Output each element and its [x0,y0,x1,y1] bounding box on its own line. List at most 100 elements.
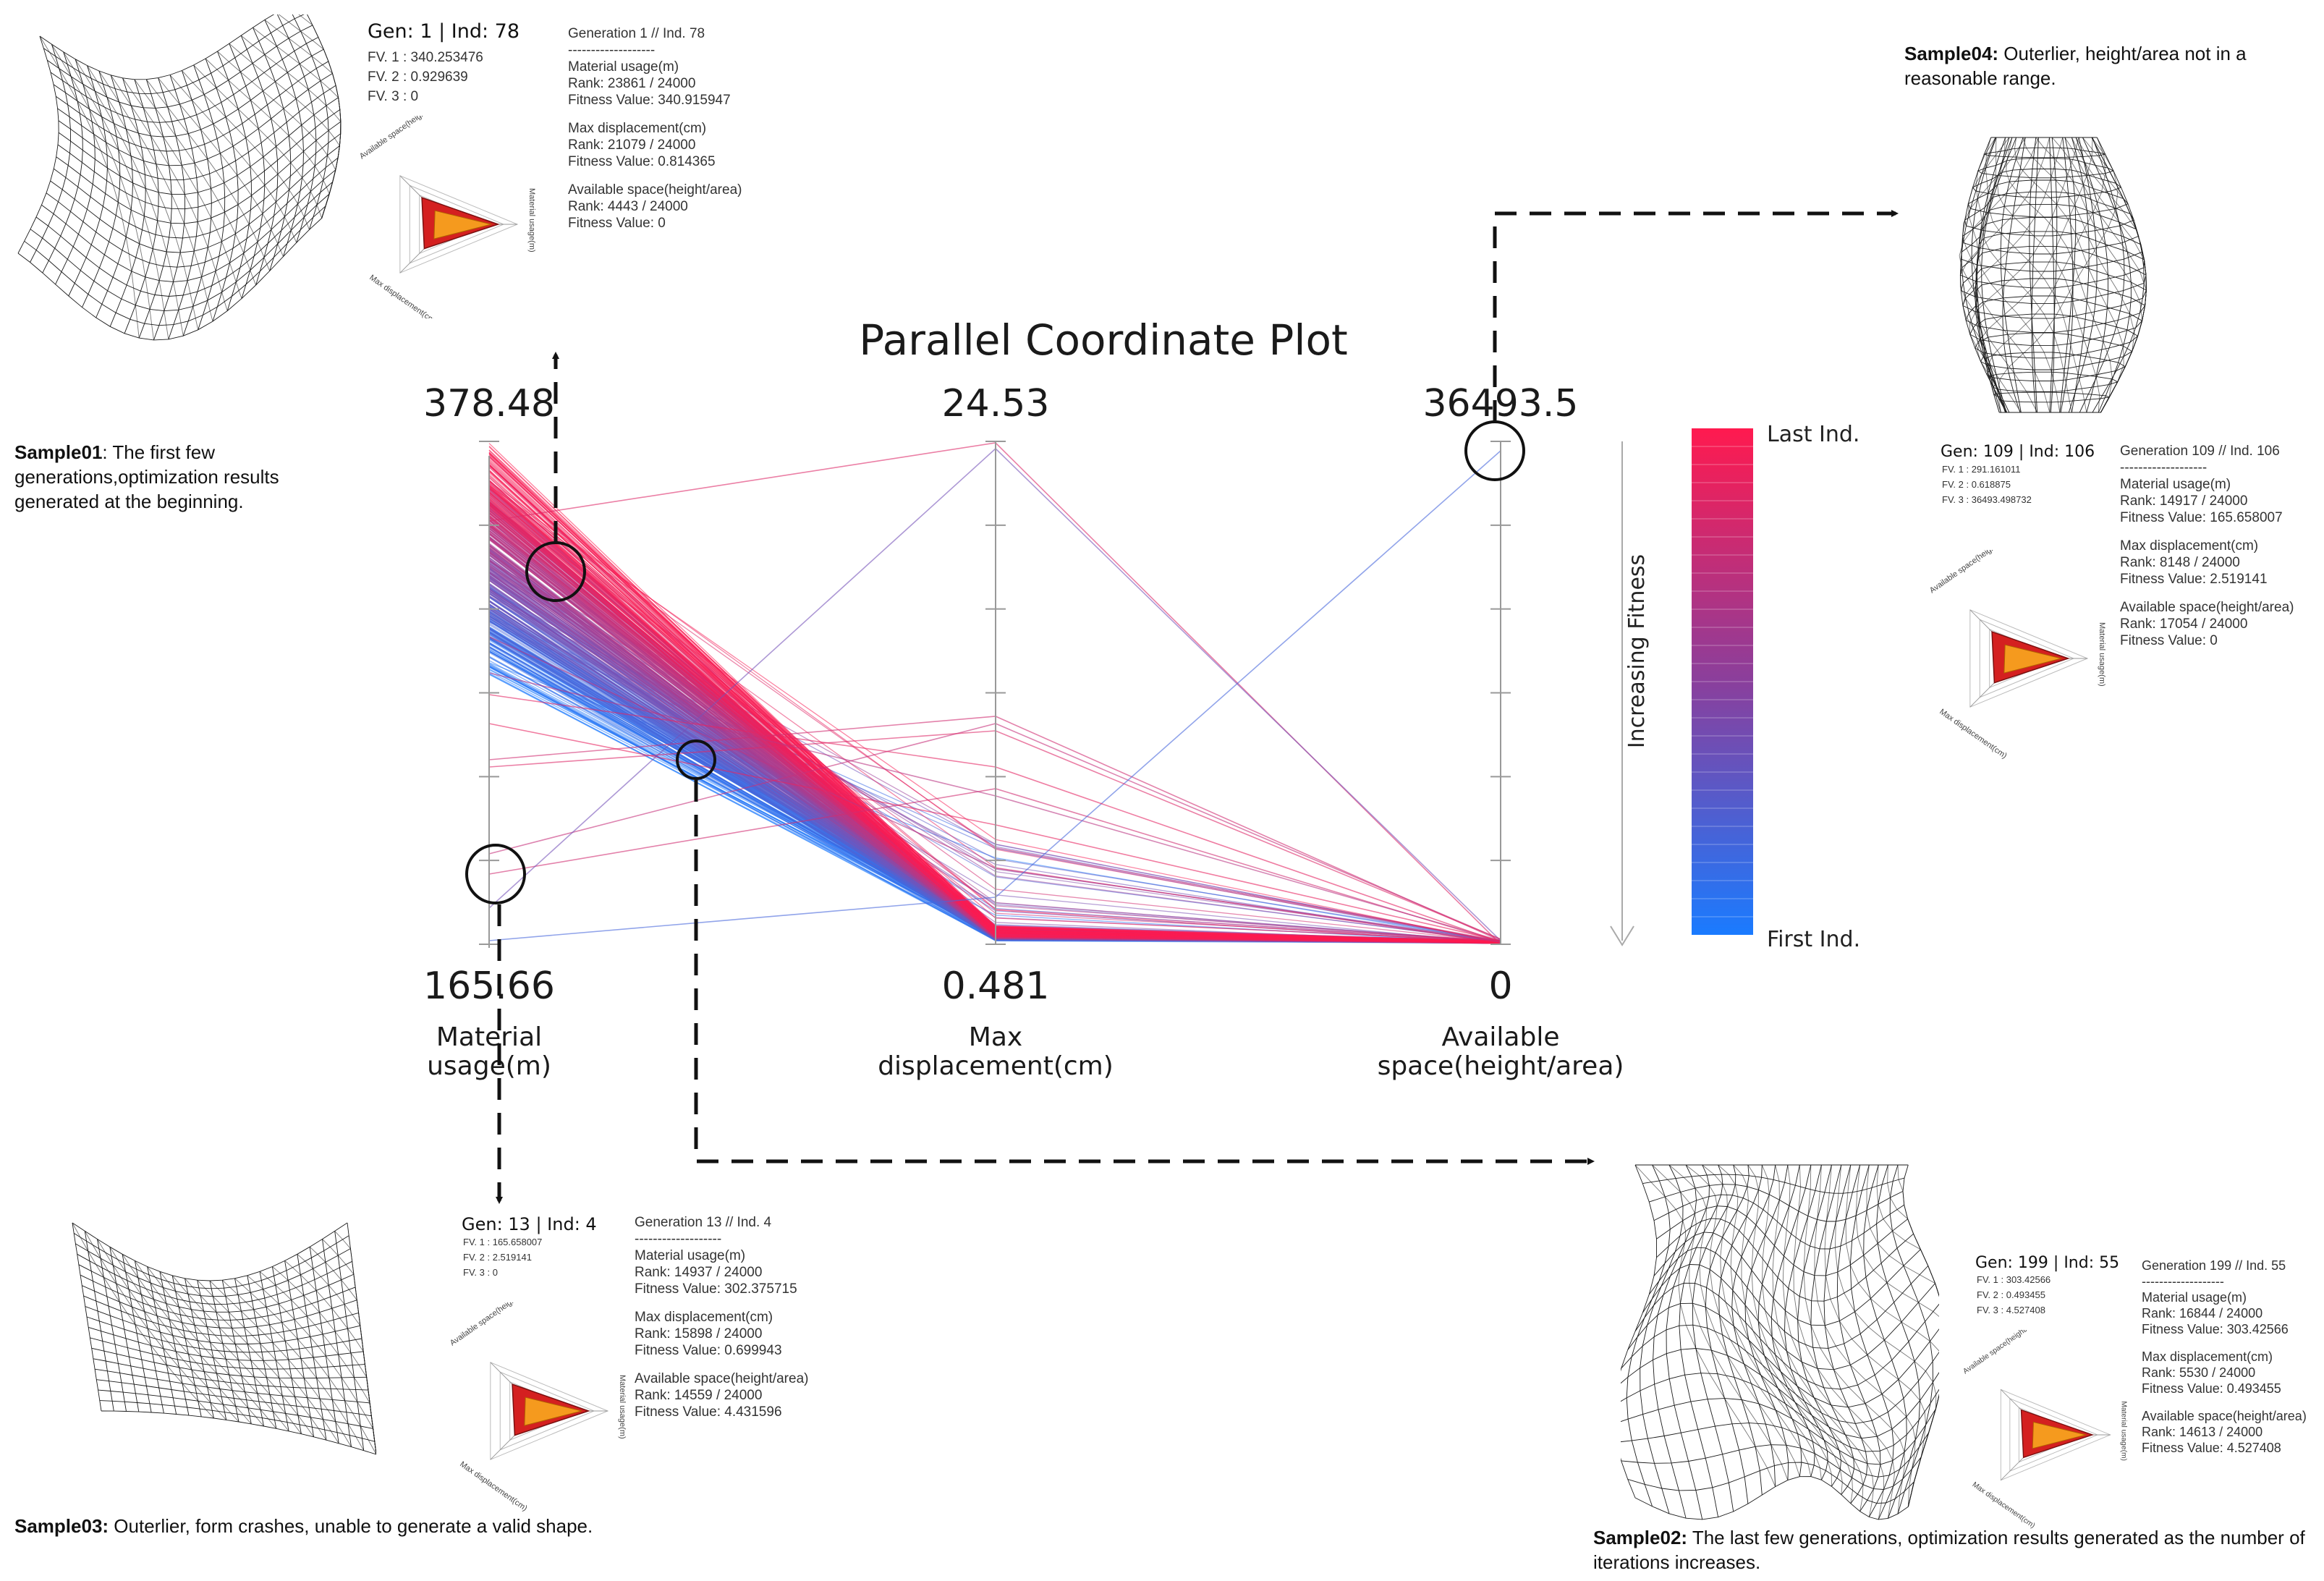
fv-2-sample02: FV. 2 : 0.493455 [1977,1289,2045,1300]
mesh-line [1731,1164,1776,1487]
color-legend-bar [1692,428,1753,935]
detail-line: Generation 13 // Ind. 4 [635,1215,772,1230]
fv-1-sample02: FV. 1 : 303.42566 [1977,1274,2051,1285]
detail-line: Fitness Value: 4.431596 [635,1404,782,1420]
mesh-line [1960,245,2147,305]
mesh-lines [1621,1164,1939,1520]
mesh-line [1782,1164,1884,1519]
mesh-line [1668,1164,1800,1477]
mesh-line [1621,1398,1936,1465]
mesh-line [2000,137,2024,413]
mesh-line [1962,137,2064,413]
radar-label-material: Material usage(m) [618,1375,627,1439]
caption-title-sample03: Sample03: [14,1515,109,1537]
mesh-render-sample02 [1621,1164,1939,1520]
detail-line: Fitness Value: 0.493455 [2142,1381,2281,1396]
mesh-line [93,1358,368,1391]
detail-line: Available space(height/area) [2142,1409,2307,1423]
radar-area-inner [2003,644,2062,674]
radar-chart-sample01: Available space(height/area)Material usa… [358,116,536,318]
detail-line: Fitness Value: 340.915947 [568,93,731,108]
caption-text-sample01: : The first few generations,optimization… [14,441,279,512]
detail-line: Rank: 16844 / 24000 [2142,1306,2263,1321]
mesh-line [75,59,184,336]
axis-1-min-label: 165.66 [423,965,555,1008]
mesh-line [171,1275,314,1438]
detail-line: Rank: 14917 / 24000 [2120,493,2248,509]
mesh-line [50,37,319,123]
axes-layer [479,441,1511,948]
caption-sample01: Sample01: The first few generations,opti… [14,440,318,514]
fv-2-sample01: FV. 2 : 0.929639 [368,69,468,85]
detail-line: Fitness Value: 4.527408 [2142,1441,2281,1455]
mesh-line [253,27,292,271]
mesh-line [98,70,213,322]
mesh-lines [17,14,342,341]
mesh-line [169,75,297,243]
mesh-line [1975,137,2061,413]
mesh-line [80,1274,356,1321]
detail-line: Material usage(m) [2120,477,2231,492]
detail-gap [568,170,742,182]
radar-ring [490,1362,609,1460]
detail-gap [635,1297,808,1309]
radar-label-space: Available space(height/area) [358,116,446,161]
detail-line: Max displacement(cm) [568,121,707,136]
highlight-circle-sample02 [676,739,716,780]
mesh-line [57,109,341,210]
mesh-line [1969,137,2079,413]
mesh-line [2006,137,2113,413]
radar-chart-sample04: Available space(height/area)Material usa… [1928,550,2106,760]
mesh-line [122,77,242,299]
mesh-line [138,79,172,339]
mesh-line [168,75,199,340]
mesh-line [247,1275,376,1455]
gen-ind-header-sample01: Gen: 1 | Ind: 78 [368,20,520,43]
mesh-line [1977,137,2093,413]
detail-line: Available space(height/area) [568,182,742,198]
detail-line: Fitness Value: 303.42566 [2142,1322,2289,1336]
increasing-fitness-label: Increasing Fitness [1624,554,1650,748]
radar-ring [399,175,519,274]
mesh-line [1889,1164,1933,1514]
mesh-line [46,157,339,268]
mesh-line [284,1260,376,1455]
detail-block-sample04: Generation 109 // Ind. 106--------------… [2120,443,2294,649]
detail-line: Available space(height/area) [635,1371,809,1386]
radar-label-displacement: Max displacement(cm) [368,274,438,318]
mesh-line [1984,352,2126,381]
detail-line: Rank: 8148 / 24000 [2120,555,2240,570]
detail-line: Rank: 21079 / 24000 [568,137,696,153]
mesh-line [322,1239,376,1455]
mesh-line [1640,1164,1684,1514]
mesh-line [1836,1164,1881,1512]
fv-list-sample02: FV. 1 : 303.42566 FV. 2 : 0.493455 FV. 3… [1977,1272,2051,1318]
mesh-line [1718,1164,1832,1487]
mesh-line [1648,1247,1929,1349]
mesh-line [1642,1174,1905,1194]
detail-block-sample02: Generation 199 // Ind. 55---------------… [2142,1258,2307,1456]
mesh-line [1685,1164,1812,1477]
highlight-circle-sample03 [465,844,526,904]
caption-title-sample02: Sample02: [1593,1527,1688,1548]
radar-label-space: Available space(height/area) [1962,1330,2043,1376]
mesh-line [73,1233,349,1289]
mesh-render-sample04 [1959,137,2147,413]
legend-last-ind: Last Ind. [1767,422,1859,447]
detail-line: ------------------- [2142,1274,2224,1289]
caption-sample02: Sample02: The last few generations, opti… [1593,1525,2317,1574]
fv-list-sample03: FV. 1 : 165.658007 FV. 2 : 2.519141 FV. … [463,1234,542,1280]
mesh-line [334,1231,376,1455]
mesh-line [145,79,271,271]
detail-block-sample01: Generation 1 // Ind. 78-----------------… [568,25,742,232]
mesh-line [221,1279,365,1451]
mesh-line [205,58,330,219]
mesh-line [24,205,326,326]
detail-block-sample03: Generation 13 // Ind. 4-----------------… [635,1214,808,1420]
axis-2-name-line1: Max [969,1022,1022,1052]
mesh-render-sample03 [72,1222,376,1455]
mesh-line [2079,137,2125,413]
detail-line: Generation 199 // Ind. 55 [2142,1258,2286,1273]
